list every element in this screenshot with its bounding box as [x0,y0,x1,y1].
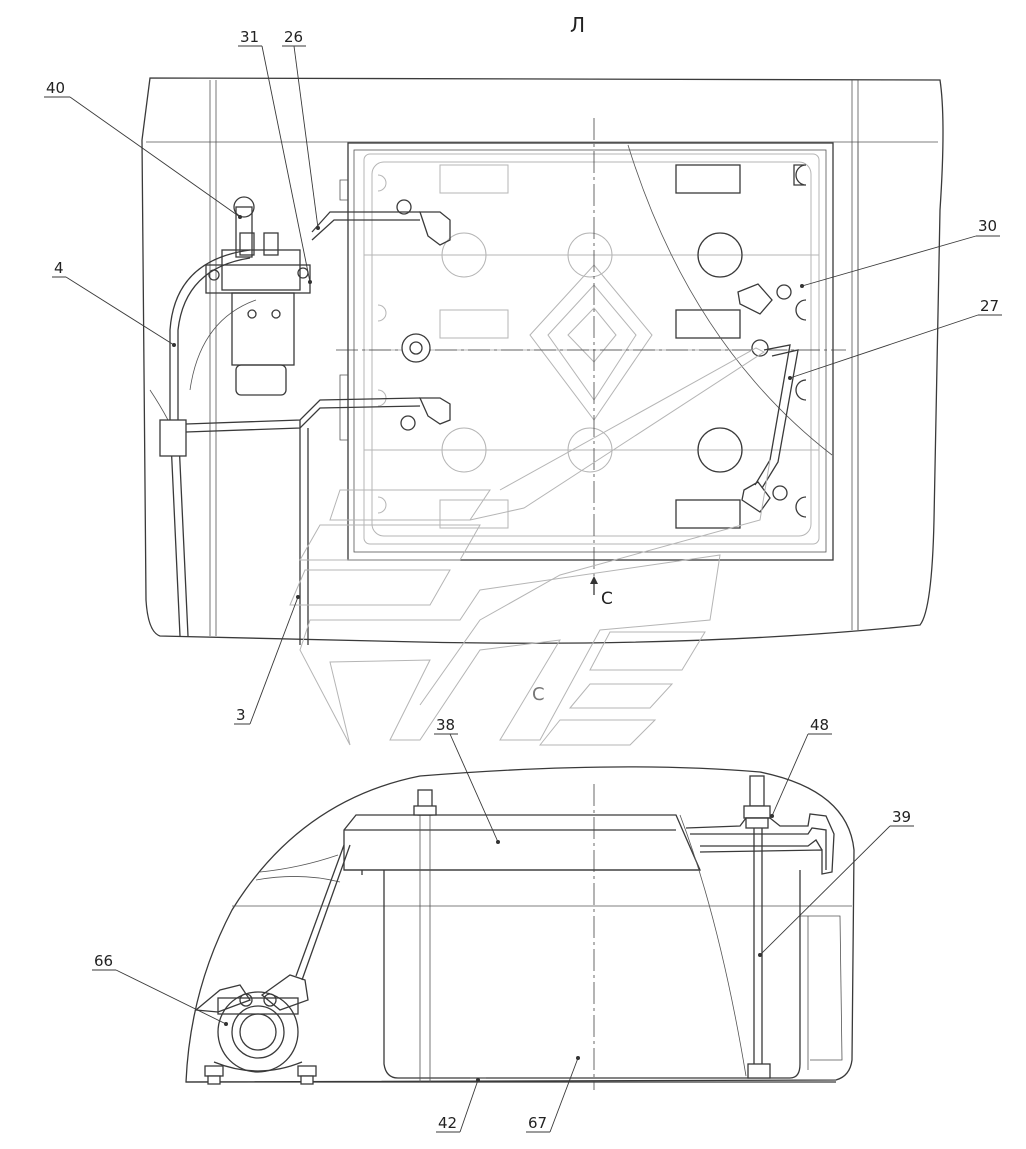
callout-39: 39 [892,808,911,826]
callout-4: 4 [54,259,64,277]
terminal-clamp [194,974,317,1085]
section-mark-ghost: C [532,684,545,705]
callout-42: 42 [438,1114,457,1132]
callout-67: 67 [528,1114,547,1132]
callout-40: 40 [46,79,65,97]
side-view [185,766,855,1090]
callout-30: 30 [978,217,997,235]
section-mark: C [601,589,613,609]
starter-relay [205,196,311,396]
callout-66: 66 [94,952,113,970]
callouts: 40 31 26 4 30 27 3 38 [44,28,1002,1133]
callout-48: 48 [810,716,829,734]
callout-31: 31 [240,28,259,46]
callout-27: 27 [980,297,999,315]
view-label: Л [570,13,585,37]
battery-tray [347,142,834,561]
callout-3: 3 [236,706,246,724]
callout-26: 26 [284,28,303,46]
callout-38: 38 [436,716,455,734]
top-view: C C [141,77,944,746]
